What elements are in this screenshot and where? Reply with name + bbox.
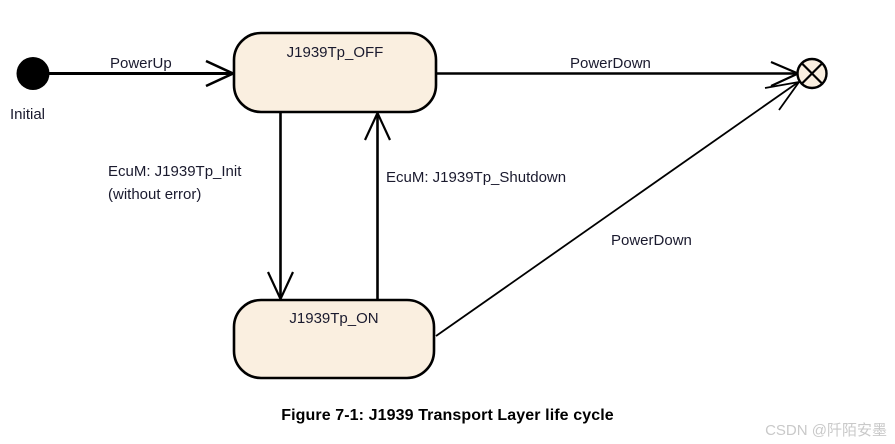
transition-powerdown-off-label: PowerDown — [570, 55, 651, 72]
node-initial[interactable] — [16, 57, 50, 90]
transition-ecum-shutdown-label: EcuM: J1939Tp_Shutdown — [386, 169, 566, 186]
watermark: CSDN @阡陌安墨 — [765, 422, 887, 439]
state-off-label: J1939Tp_OFF — [287, 44, 384, 61]
state-off-box[interactable] — [232, 31, 438, 114]
final-state-cross-stroke-2 — [801, 62, 823, 85]
initial-state-circle[interactable] — [16, 57, 50, 90]
node-state-off[interactable] — [232, 31, 438, 114]
node-state-on[interactable] — [232, 298, 436, 380]
transition-ecum-init — [267, 112, 294, 302]
node-final[interactable] — [796, 57, 828, 90]
state-on-box[interactable] — [232, 298, 436, 380]
initial-state-label: Initial — [10, 106, 45, 123]
figure-caption: Figure 7-1: J1939 Transport Layer life c… — [281, 407, 614, 424]
state-on-label: J1939Tp_ON — [289, 310, 378, 327]
transition-ecum-shutdown — [364, 110, 391, 300]
transition-ecum-init-label-line2: (without error) — [108, 186, 201, 203]
transition-powerdown-on — [435, 80, 802, 337]
transition-ecum-init-label-line1: EcuM: J1939Tp_Init — [108, 163, 242, 180]
transition-powerdown-on-label: PowerDown — [611, 232, 692, 249]
transition-powerup-label: PowerUp — [110, 55, 172, 72]
transition-powerdown-on-line — [435, 82, 798, 337]
